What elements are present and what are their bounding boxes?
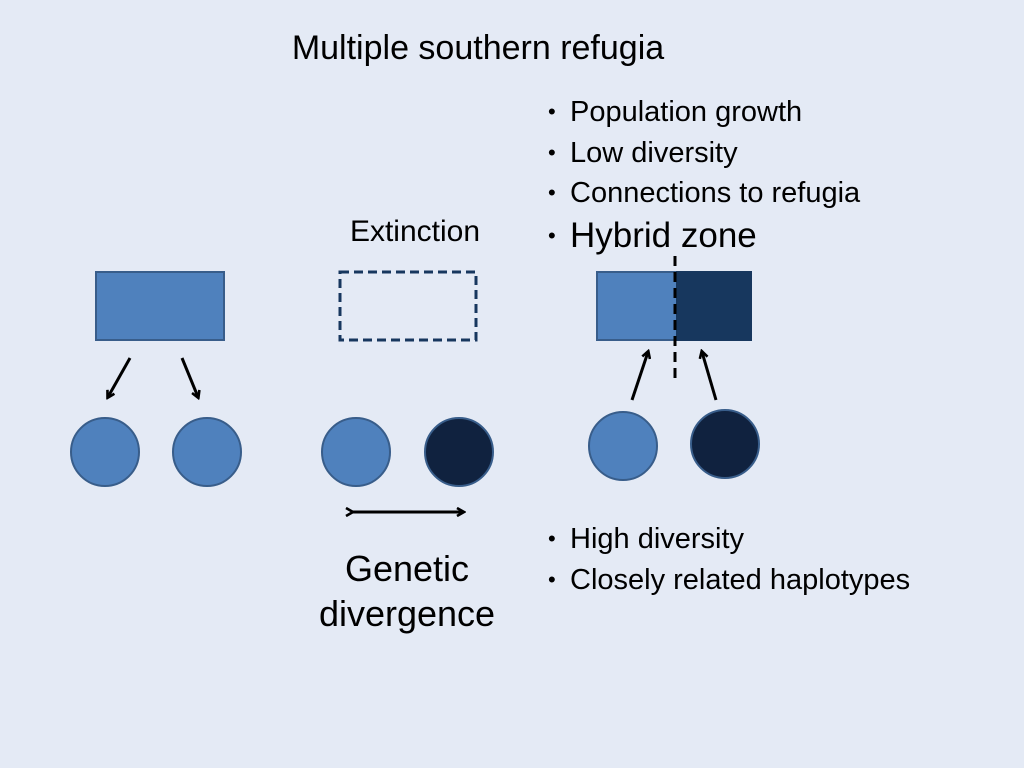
arrow-up-left — [702, 352, 718, 401]
population-circle — [70, 417, 140, 487]
bullet-dot: • — [548, 566, 556, 592]
slide-title: Multiple southern refugia — [291, 29, 665, 67]
extinction-label: Extinction — [349, 215, 481, 248]
arrow-down-right — [180, 357, 198, 397]
bullet-connections: •Connections to refugia — [548, 173, 860, 214]
bullet-hybrid-zone: •Hybrid zone — [548, 214, 860, 258]
genetic-divergence-label: Genetic divergence — [318, 548, 496, 634]
arrow-down-left — [108, 357, 132, 397]
arrow-up-right — [630, 352, 648, 401]
bullet-low-diversity: •Low diversity — [548, 133, 860, 174]
population-circle — [321, 417, 391, 487]
population-circle-dark — [424, 417, 494, 487]
top-bullet-list: •Population growth •Low diversity •Conne… — [548, 92, 860, 258]
bullet-population-growth: •Population growth — [548, 92, 860, 133]
hybrid-block-light — [596, 271, 678, 341]
refugium-block-left — [95, 271, 225, 341]
bullet-dot: • — [548, 139, 556, 165]
bottom-bullet-list: •High diversity •Closely related haploty… — [548, 519, 910, 600]
bullet-dot: • — [548, 222, 556, 248]
bullet-high-diversity: •High diversity — [548, 519, 910, 560]
hybrid-block-dark — [676, 271, 752, 341]
extinct-refugium-block — [338, 270, 478, 342]
population-circle-dark — [690, 409, 760, 479]
bullet-dot: • — [548, 526, 556, 551]
population-circle — [172, 417, 242, 487]
bullet-dot: • — [548, 99, 556, 124]
bullet-dot: • — [548, 180, 556, 205]
bullet-closely-related: •Closely related haplotypes — [548, 560, 910, 601]
population-circle — [588, 411, 658, 481]
